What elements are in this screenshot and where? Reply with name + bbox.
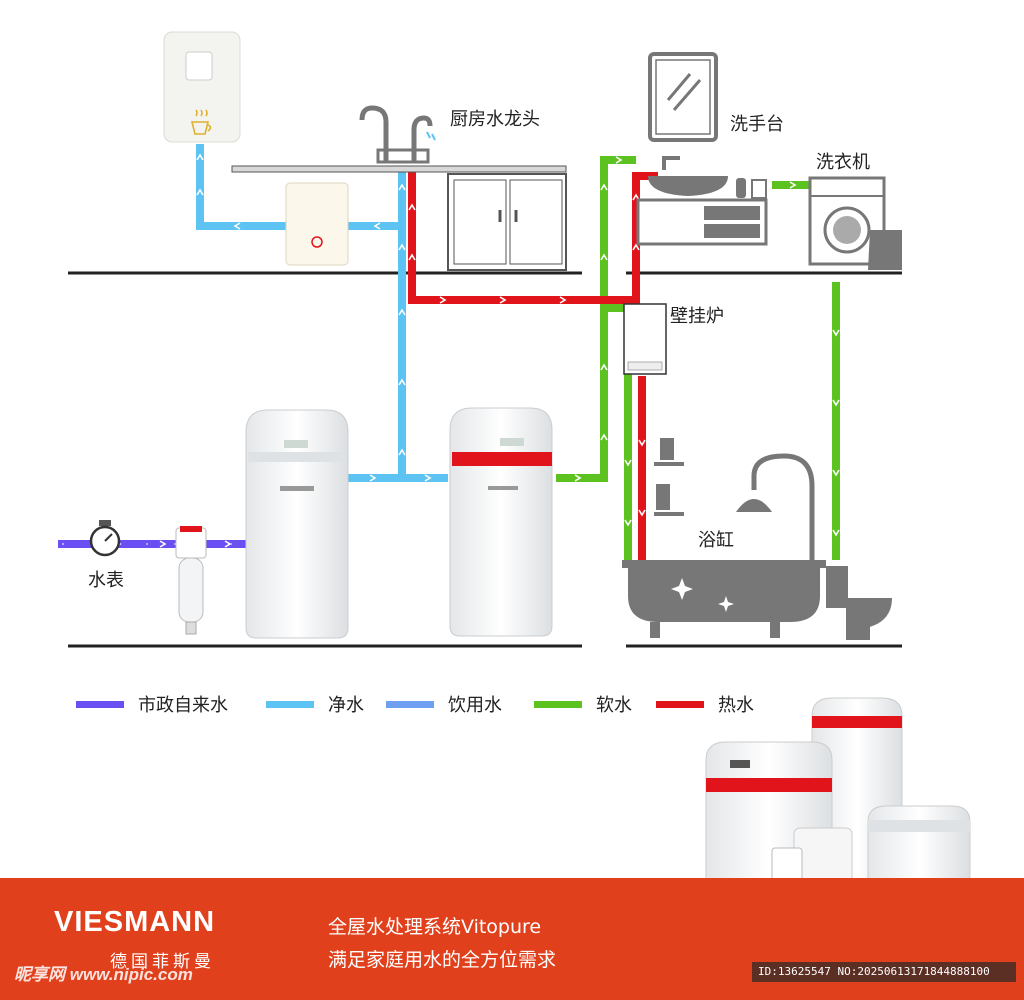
label-boiler: 壁挂炉 bbox=[670, 306, 724, 327]
legend-item-soft: 软水 bbox=[534, 692, 632, 716]
floor-lines bbox=[68, 271, 902, 648]
legend-swatch bbox=[534, 700, 582, 708]
legend-label: 热水 bbox=[718, 695, 754, 716]
brand-logo: VIESMANN bbox=[54, 906, 216, 938]
water-meter-icon bbox=[89, 520, 121, 557]
cup-icon bbox=[190, 109, 212, 135]
legend-label: 软水 bbox=[596, 695, 632, 716]
image-id-bar: ID:13625547 NO:20250613171844888100 bbox=[752, 962, 1016, 982]
wall-boiler bbox=[623, 303, 667, 375]
legend-item-purified: 净水 bbox=[266, 692, 364, 716]
wash-basin bbox=[636, 156, 768, 246]
legend-label: 净水 bbox=[328, 695, 364, 716]
pre-filter bbox=[175, 526, 207, 635]
label-washing-machine: 洗衣机 bbox=[816, 152, 870, 173]
bathtub bbox=[622, 453, 826, 638]
purifier-tank bbox=[245, 409, 349, 639]
softener-tank bbox=[449, 407, 553, 637]
mirror-icon bbox=[648, 52, 718, 142]
brand-chinese-name: 德国菲斯曼 bbox=[110, 952, 215, 972]
legend-label: 市政自来水 bbox=[138, 695, 228, 716]
legend-item-drinking: 饮用水 bbox=[386, 692, 502, 716]
site-watermark: 昵享网 www.nipic.com bbox=[14, 965, 193, 984]
water-dispenser bbox=[163, 31, 241, 143]
legend-swatch bbox=[386, 700, 434, 708]
legend-label: 饮用水 bbox=[448, 695, 502, 716]
legend: 市政自来水 净水 饮用水 软水 热水 bbox=[76, 692, 776, 716]
legend-swatch bbox=[266, 700, 314, 708]
label-bathtub: 浴缸 bbox=[698, 530, 734, 551]
label-water-meter: 水表 bbox=[88, 570, 124, 591]
legend-item-hot: 热水 bbox=[656, 692, 754, 716]
legend-item-municipal: 市政自来水 bbox=[76, 692, 228, 716]
legend-swatch bbox=[656, 700, 704, 708]
flow-arrows bbox=[114, 153, 840, 548]
bath-bottles bbox=[654, 438, 684, 516]
under-sink-purifier bbox=[285, 182, 349, 266]
washing-machine-icon bbox=[808, 176, 902, 270]
label-wash-basin: 洗手台 bbox=[730, 114, 784, 135]
kitchen-counter bbox=[231, 165, 567, 271]
label-kitchen-faucet: 厨房水龙头 bbox=[450, 109, 540, 130]
toilet-icon bbox=[826, 566, 892, 640]
legend-swatch bbox=[76, 700, 124, 708]
slogan-line-1: 全屋水处理系统Vitopure bbox=[328, 916, 542, 938]
kitchen-faucet-icon bbox=[359, 105, 436, 164]
slogan-line-2: 满足家庭用水的全方位需求 bbox=[328, 949, 557, 971]
